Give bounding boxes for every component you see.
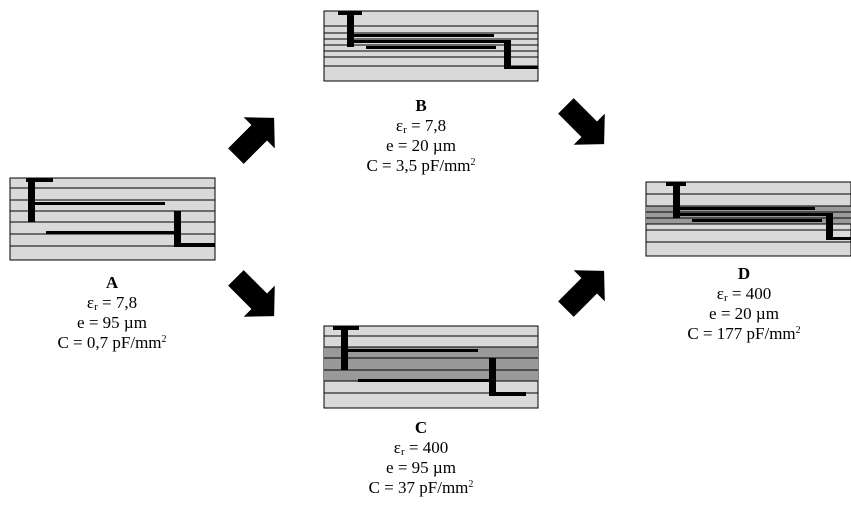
arrow-b-to-d	[558, 98, 605, 145]
permittivity-c: εr = 400	[393, 438, 449, 458]
capacitor-c-cross-section	[323, 325, 539, 409]
permittivity-a: εr = 7,8	[86, 293, 138, 313]
caption-d: D εr = 400 e = 20 µm C = 177 pF/mm2	[644, 264, 844, 344]
caption-a: A εr = 7,8 e = 95 µm C = 0,7 pF/mm2	[12, 273, 212, 353]
capacitance-b: C = 3,5 pF/mm2	[366, 156, 476, 175]
arrow-a-to-c	[228, 270, 275, 317]
caption-c: C εr = 400 e = 95 µm C = 37 pF/mm2	[321, 418, 521, 498]
label-d: D	[737, 264, 751, 283]
arrow-a-to-b	[228, 117, 275, 164]
capacitance-c: C = 37 pF/mm2	[368, 478, 474, 497]
arrow-c-to-d	[558, 270, 605, 317]
capacitance-a: C = 0,7 pF/mm2	[57, 333, 167, 352]
thickness-c: e = 95 µm	[386, 458, 456, 477]
capacitance-d: C = 177 pF/mm2	[687, 324, 801, 343]
capacitor-b-cross-section	[323, 10, 539, 82]
capacitor-d-cross-section	[645, 181, 851, 257]
label-b: B	[415, 96, 427, 115]
caption-b: B εr = 7,8 e = 20 µm C = 3,5 pF/mm2	[321, 96, 521, 176]
permittivity-b: εr = 7,8	[395, 116, 447, 136]
capacitor-a-cross-section	[9, 177, 216, 261]
thickness-a: e = 95 µm	[77, 313, 147, 332]
label-c: C	[414, 418, 428, 437]
label-a: A	[105, 273, 119, 292]
thickness-b: e = 20 µm	[386, 136, 456, 155]
permittivity-d: εr = 400	[716, 284, 772, 304]
thickness-d: e = 20 µm	[709, 304, 779, 323]
